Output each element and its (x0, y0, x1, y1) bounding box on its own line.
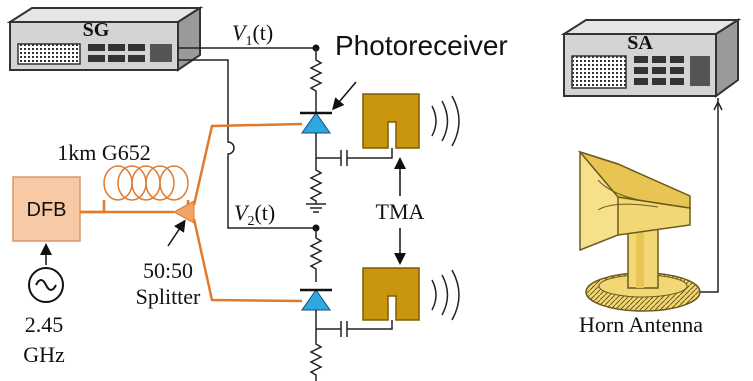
upper-photoreceiver (300, 44, 393, 213)
dfb-label: DFB (27, 199, 67, 221)
rf-frequency-value: 2.45 (25, 312, 64, 337)
lower-photodiode (301, 289, 331, 311)
upper-tma-antenna (362, 93, 460, 149)
sa-cable-arrow (713, 100, 723, 111)
fiber-spool (103, 165, 189, 201)
v2-wire (178, 59, 316, 229)
dfb-laser (12, 176, 81, 242)
splitter-output-lower (192, 218, 303, 303)
tma-label: TMA (376, 199, 425, 224)
signal-generator: SG (6, 6, 204, 72)
splitter-label: Splitter (136, 284, 201, 309)
sa-label: SA (627, 32, 653, 54)
splitter-ratio-label: 50:50 (143, 258, 193, 283)
rf-source-icon (28, 267, 64, 303)
splitter-pointer (167, 219, 186, 247)
photoreceiver-label: Photoreceiver (335, 30, 508, 61)
v1-label: V1(t) (232, 20, 273, 49)
v2-label: V2(t) (234, 200, 275, 229)
photoreceiver-pointer (332, 81, 357, 111)
fiber-link (80, 200, 190, 214)
lower-tma-antenna (362, 267, 460, 321)
horn-antenna-icon (577, 150, 701, 312)
splitter (172, 200, 195, 224)
upper-photodiode (301, 112, 331, 134)
rf-frequency-unit: GHz (23, 342, 65, 367)
horn-antenna-label: Horn Antenna (579, 312, 703, 337)
sg-label: SG (83, 19, 110, 41)
spectrum-analyzer: SA (560, 18, 742, 98)
sa-cable (693, 98, 719, 293)
lower-photoreceiver (300, 224, 393, 381)
splitter-output-upper (192, 122, 303, 206)
fiber-label: 1km G652 (57, 140, 151, 165)
